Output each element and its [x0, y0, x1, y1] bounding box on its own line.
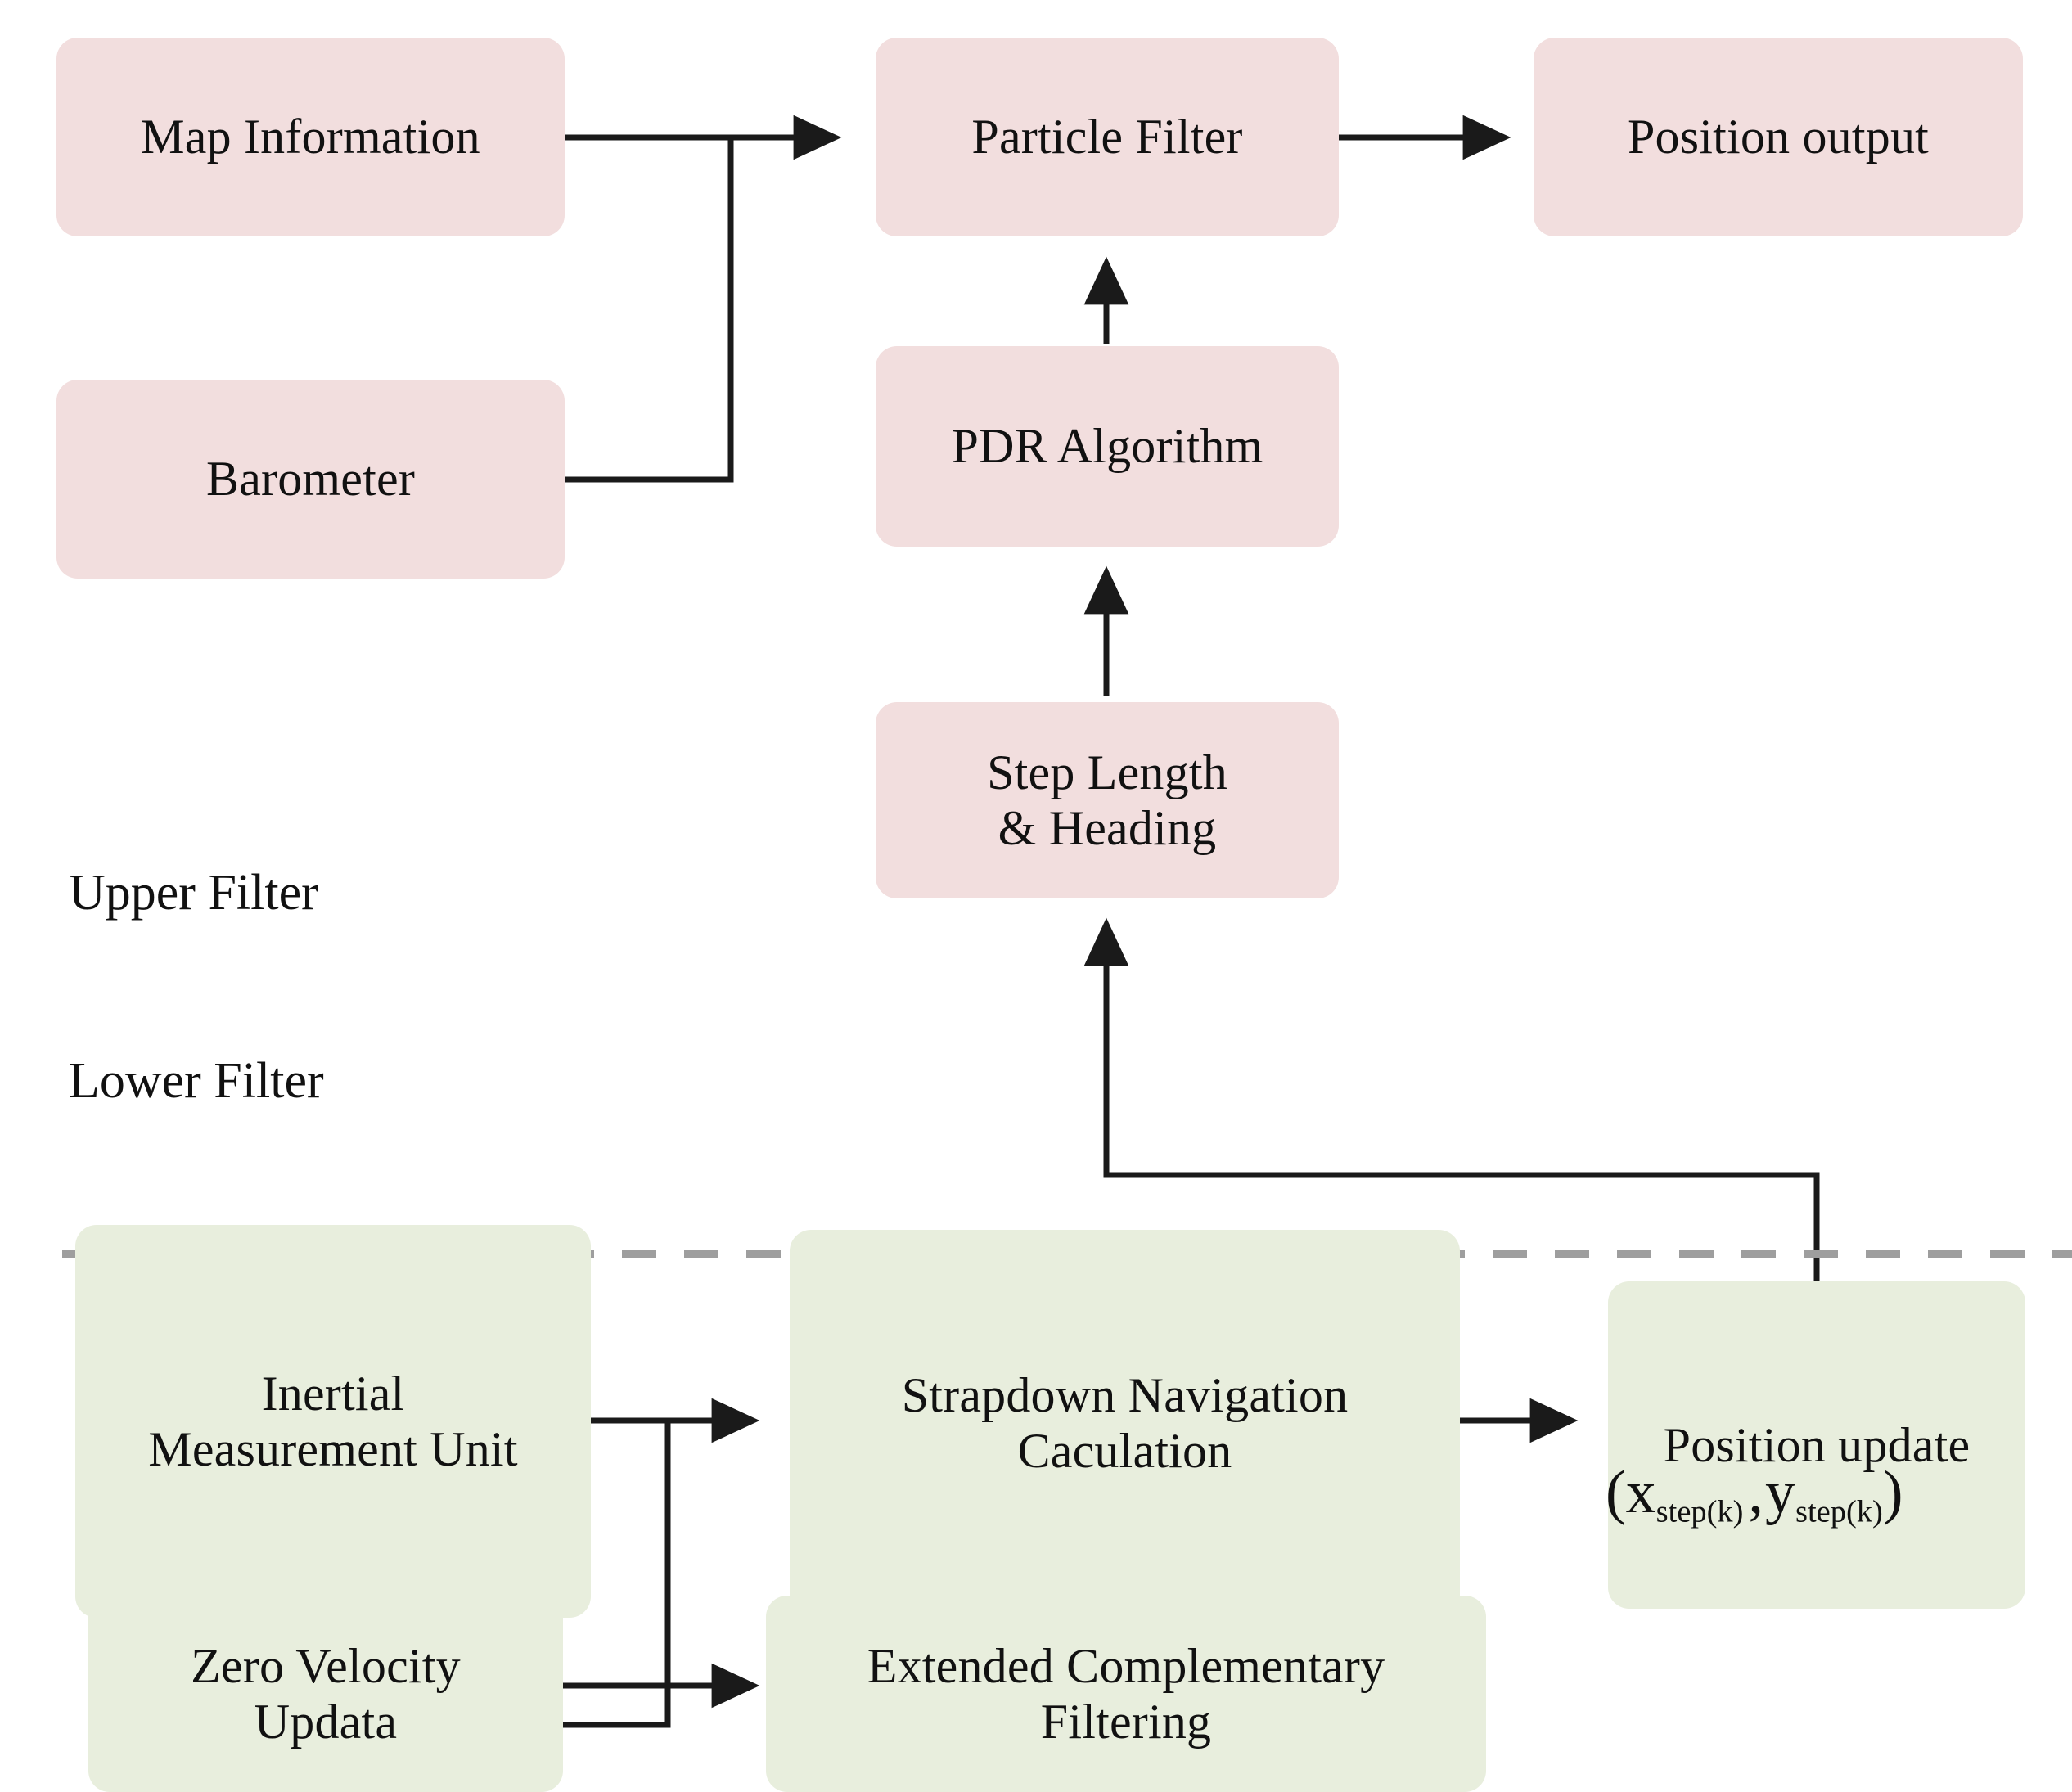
node-map-information[interactable]: Map Information	[56, 38, 565, 236]
node-label: Strapdown Navigation Caculation	[901, 1367, 1349, 1478]
node-inertial-measurement-unit[interactable]: Inertial Measurement Unit	[75, 1225, 591, 1618]
node-label: Zero Velocity Updata	[191, 1638, 461, 1749]
edge-position-update-to-step	[1083, 917, 1820, 1281]
node-label: PDR Algorithm	[951, 419, 1263, 474]
annotation-step-position-formula: (xstep(k),ystep(k))	[1606, 1462, 1903, 1528]
node-zero-velocity-updata[interactable]: Zero Velocity Updata	[88, 1596, 563, 1792]
formula-x-subscript: step(k)	[1655, 1494, 1744, 1529]
node-label: Map Information	[141, 110, 480, 164]
node-particle-filter[interactable]: Particle Filter	[876, 38, 1339, 236]
node-strapdown-navigation-caculation[interactable]: Strapdown Navigation Caculation	[790, 1230, 1460, 1616]
node-label: Barometer	[205, 452, 415, 507]
node-pdr-algorithm[interactable]: PDR Algorithm	[876, 346, 1339, 547]
node-label: Particle Filter	[971, 110, 1243, 164]
node-position-output[interactable]: Position output	[1534, 38, 2023, 236]
formula-y-subscript: step(k)	[1795, 1494, 1883, 1529]
section-label-upper-filter: Upper Filter	[69, 865, 318, 921]
node-position-update[interactable]: Position update	[1608, 1281, 2025, 1609]
node-label: Inertial Measurement Unit	[148, 1366, 518, 1476]
node-label: Extended Complementary Filtering	[867, 1638, 1385, 1749]
edge-barometer-to-bus	[565, 137, 734, 483]
node-extended-complementary-filtering[interactable]: Extended Complementary Filtering	[766, 1596, 1486, 1792]
formula-open-paren: (	[1606, 1459, 1626, 1526]
node-label: Position update	[1663, 1417, 1971, 1472]
node-label: Step Length & Heading	[987, 745, 1227, 855]
section-label-lower-filter: Lower Filter	[69, 1053, 324, 1109]
formula-comma: ,	[1748, 1459, 1763, 1526]
formula-x-variable: x	[1625, 1459, 1656, 1526]
node-step-length-heading[interactable]: Step Length & Heading	[876, 702, 1339, 898]
formula-y-variable: y	[1764, 1459, 1795, 1526]
formula-close-paren: )	[1882, 1459, 1903, 1526]
node-label: Position output	[1627, 110, 1930, 164]
node-barometer[interactable]: Barometer	[56, 380, 565, 579]
